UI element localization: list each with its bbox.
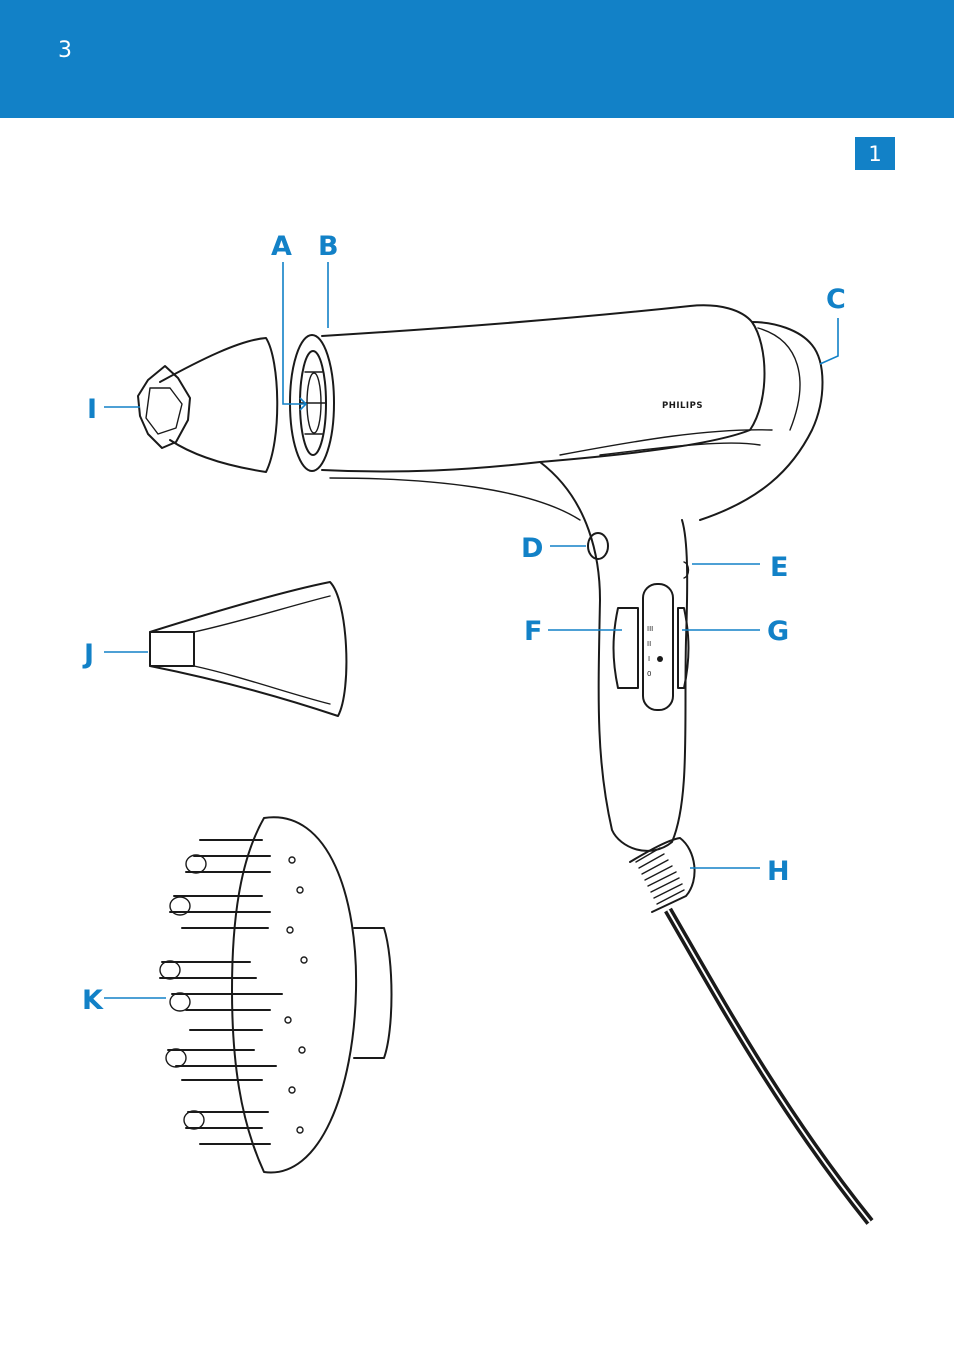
diffuser-holes bbox=[285, 857, 307, 1133]
label-i: I bbox=[87, 394, 97, 425]
switch-mark-1: I bbox=[648, 655, 650, 663]
label-f: F bbox=[524, 616, 542, 647]
label-k: K bbox=[82, 985, 104, 1016]
label-d: D bbox=[521, 533, 543, 564]
label-b: B bbox=[318, 231, 339, 262]
dryer-body: PHILIPS bbox=[290, 305, 823, 520]
label-h: H bbox=[767, 856, 790, 887]
cord-spring bbox=[636, 848, 684, 904]
diffuser-fingers bbox=[160, 840, 282, 1144]
switch-mark-2: II bbox=[647, 640, 651, 648]
leader-lines bbox=[104, 262, 838, 998]
label-e: E bbox=[770, 552, 788, 583]
dryer-handle: III II I 0 bbox=[540, 462, 870, 1222]
label-j: J bbox=[82, 639, 94, 670]
label-g: G bbox=[767, 616, 789, 647]
switch-mark-0: 0 bbox=[647, 670, 651, 678]
switch-mark-3: III bbox=[647, 625, 653, 633]
concentrator-nozzle-j bbox=[150, 582, 346, 716]
label-c: C bbox=[826, 284, 846, 315]
styling-nozzle-i bbox=[138, 338, 277, 472]
brand-logo-text: PHILIPS bbox=[662, 401, 703, 411]
diffuser-k bbox=[160, 817, 392, 1172]
label-a: A bbox=[271, 231, 292, 262]
